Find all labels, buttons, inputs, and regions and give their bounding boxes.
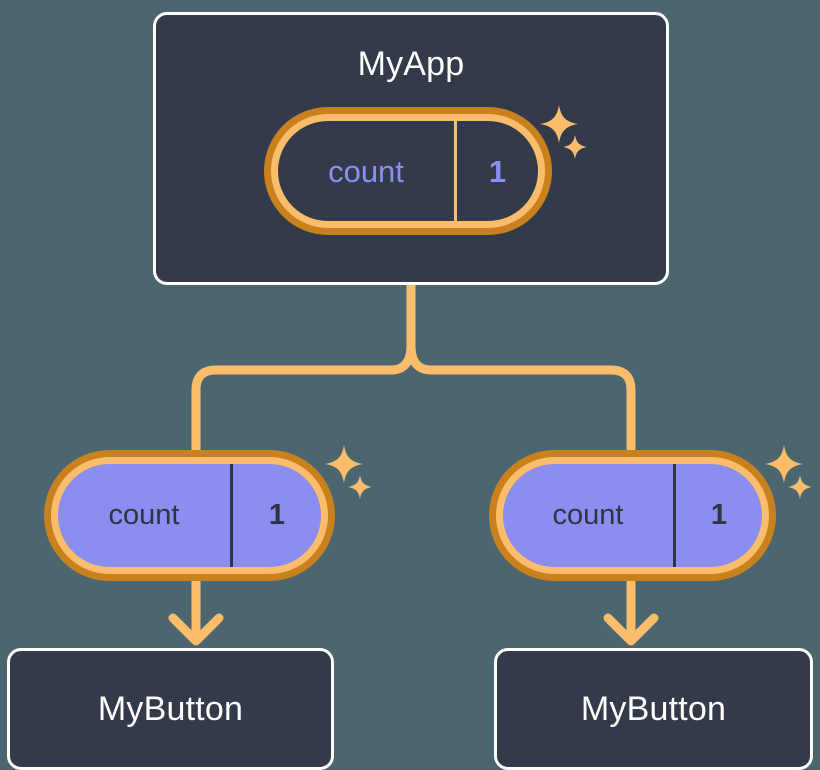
state-value-label: 1	[673, 464, 762, 567]
state-value-label: 1	[230, 464, 321, 567]
state-name-label: count	[108, 499, 180, 531]
state-value-label: 1	[454, 121, 538, 221]
arrow-down-icon-left	[168, 613, 224, 646]
state-pill-consumer-left-inner: count 1	[51, 457, 328, 574]
sparkle-icon-right-large	[763, 443, 805, 485]
component-label: MyButton	[97, 690, 244, 728]
state-name-label: count	[328, 153, 404, 189]
arrow-down-icon-right	[603, 613, 659, 646]
state-pill-consumer-right[interactable]: count 1	[489, 450, 776, 581]
component-card-mybutton-left[interactable]: MyButton	[7, 648, 334, 770]
page-title: MyApp	[357, 45, 465, 83]
sparkle-icon-left-small	[347, 474, 373, 500]
state-pill-consumer-left[interactable]: count 1	[44, 450, 335, 581]
state-name-label: count	[552, 499, 624, 531]
state-pill-owner[interactable]: count 1	[264, 107, 552, 235]
wire-branch-left	[191, 340, 416, 457]
state-pill-owner-inner: count 1	[271, 114, 545, 228]
component-card-mybutton-right[interactable]: MyButton	[494, 648, 813, 770]
sparkle-icon-right-small	[787, 474, 813, 500]
component-label: MyButton	[580, 690, 727, 728]
state-pill-consumer-right-inner: count 1	[496, 457, 769, 574]
sparkle-icon-left-large	[323, 443, 365, 485]
wire-branch-right	[406, 340, 636, 457]
